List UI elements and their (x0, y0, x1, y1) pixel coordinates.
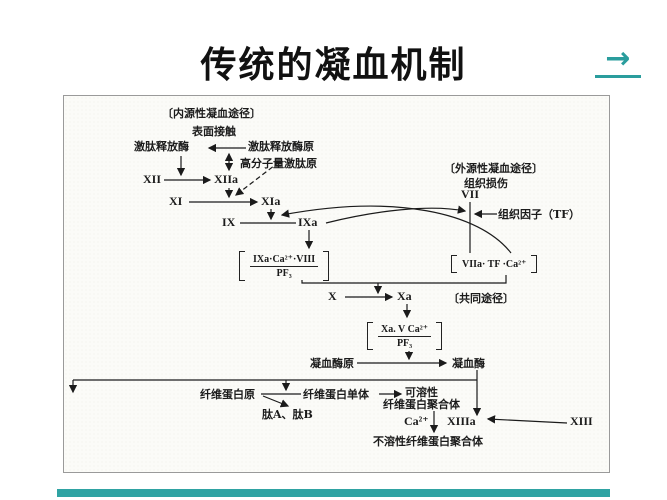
factor-xiii-label: XIII (570, 414, 593, 428)
left-bracket (451, 255, 457, 273)
kallikrein-label: 激肽释放酶 (134, 140, 189, 153)
peptides-ab-label: 肽A、肽B (262, 408, 313, 421)
common-pathway-header: 〔共同途径〕 (448, 292, 514, 305)
calcium-label: Ca²⁺ (404, 414, 429, 428)
soluble-label-line1: 可溶性 (405, 386, 438, 399)
prothrombinase-numerator: Xa. V Ca²⁺ (378, 324, 432, 337)
fibrin-monomer-label: 纤维蛋白单体 (303, 388, 369, 401)
surface-contact-label: 表面接触 (192, 125, 236, 138)
extrinsic-pathway-header: 〔外源性凝血途径〕 (444, 162, 543, 175)
prothrombin-label: 凝血酶原 (310, 357, 354, 370)
right-bracket (531, 255, 538, 273)
tissue-injury-label: 组织损伤 (464, 177, 508, 190)
factor-xi-label: XI (169, 194, 183, 208)
fibrinogen-label: 纤维蛋白原 (200, 388, 255, 401)
prothrombinase-denominator: PF₃ (396, 337, 413, 349)
tissue-factor-label: 组织因子（TF） (498, 208, 580, 221)
left-bracket (367, 322, 373, 350)
thrombin-label: 凝血酶 (452, 357, 485, 370)
left-bracket (239, 251, 245, 281)
intrinsic-pathway-header: 〔内源性凝血途径〕 (162, 107, 261, 120)
tenase-numerator: IXa·Ca²⁺·VIII (250, 254, 319, 267)
page-title: 传统的凝血机制 (200, 44, 467, 86)
prothrombinase-complex: Xa. V Ca²⁺ PF₃ (367, 322, 443, 350)
factor-xii-label: XII (143, 172, 162, 186)
factor-ixa-label: IXa (298, 215, 318, 229)
factor-x-label: X (328, 289, 337, 303)
extrinsic-complex-text: VIIa· TF ·Ca²⁺ (462, 258, 527, 270)
diagram-panel: 〔内源性凝血途径〕 表面接触 激肽释放酶 激肽释放酶原 高分子量激肽原 XII … (63, 95, 610, 473)
factor-xiiia-label: XIIIa (447, 414, 476, 428)
factor-xiia-label: XIIa (214, 172, 239, 186)
footer-accent-bar (57, 489, 610, 497)
factor-xa-label: Xa (397, 289, 412, 303)
factor-xia-label: XIa (261, 194, 281, 208)
tenase-denominator: PF₃ (276, 267, 292, 279)
factor-ix-label: IX (222, 215, 236, 229)
extrinsic-complex: VIIa· TF ·Ca²⁺ (451, 255, 538, 273)
soluble-label-line2: 纤维蛋白聚合体 (383, 398, 460, 411)
hmw-kininogen-label: 高分子量激肽原 (240, 157, 317, 170)
right-bracket (436, 322, 443, 350)
next-slide-link[interactable]: → (595, 44, 641, 78)
factor-vii-label: VII (461, 187, 480, 201)
right-bracket (323, 251, 330, 281)
insoluble-polymer-label: 不溶性纤维蛋白聚合体 (373, 435, 483, 448)
prekallikrein-label: 激肽释放酶原 (248, 140, 314, 153)
tenase-complex: IXa·Ca²⁺·VIII PF₃ (239, 251, 330, 281)
